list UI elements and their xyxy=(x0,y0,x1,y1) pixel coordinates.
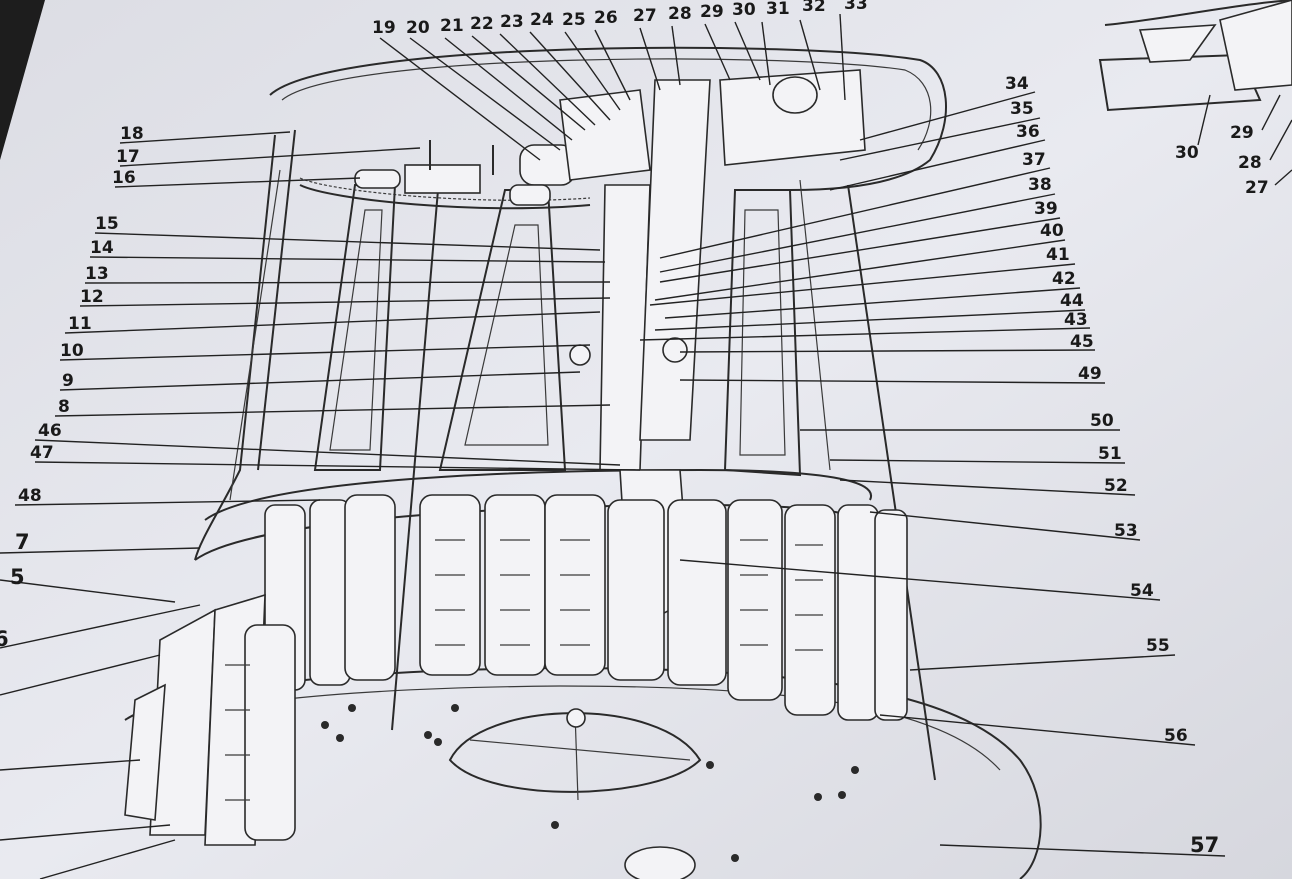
callout-22: 22 xyxy=(470,14,494,34)
callout-50: 50 xyxy=(1090,411,1114,431)
callout-49: 49 xyxy=(1078,364,1102,384)
callout-29: 29 xyxy=(700,2,724,22)
inset-callout-28: 28 xyxy=(1238,153,1262,173)
callout-12: 12 xyxy=(80,287,104,307)
leader-lines xyxy=(0,13,1292,879)
callout-45: 45 xyxy=(1070,332,1094,352)
callout-23: 23 xyxy=(500,12,524,32)
inset-callout-30: 30 xyxy=(1175,143,1199,163)
callout-40: 40 xyxy=(1040,221,1064,241)
callout-43: 43 xyxy=(1064,310,1088,330)
callout-48: 48 xyxy=(18,486,42,506)
callout-11: 11 xyxy=(68,314,92,334)
callout-21: 21 xyxy=(440,16,464,36)
callout-51: 51 xyxy=(1098,444,1122,464)
callout-20: 20 xyxy=(406,18,430,38)
callout-56: 56 xyxy=(1164,726,1188,746)
callout-33: 33 xyxy=(844,0,868,14)
callout-8: 8 xyxy=(58,397,70,417)
inset-callout-29: 29 xyxy=(1230,123,1254,143)
callout-30: 30 xyxy=(732,0,756,20)
callout-10: 10 xyxy=(60,341,84,361)
callout-7: 7 xyxy=(15,530,30,554)
callout-14: 14 xyxy=(90,238,114,258)
callout-5: 5 xyxy=(10,565,25,589)
callout-41: 41 xyxy=(1046,245,1070,265)
callout-9: 9 xyxy=(62,371,74,391)
inset-callout-27: 27 xyxy=(1245,178,1269,198)
callout-36: 36 xyxy=(1016,122,1040,142)
callout-labels: 18 17 16 15 14 13 12 11 10 9 8 46 47 48 … xyxy=(0,0,1269,857)
callout-28: 28 xyxy=(668,4,692,24)
callout-46: 46 xyxy=(38,421,62,441)
callout-44: 44 xyxy=(1060,291,1084,311)
callout-57: 57 xyxy=(1190,833,1219,857)
callout-19: 19 xyxy=(372,18,396,38)
callout-32: 32 xyxy=(802,0,826,16)
callout-25: 25 xyxy=(562,10,586,30)
cartridge-ring xyxy=(124,494,908,846)
callout-18: 18 xyxy=(120,124,144,144)
callout-47: 47 xyxy=(30,443,54,463)
callout-24: 24 xyxy=(530,10,554,30)
callout-17: 17 xyxy=(116,147,140,167)
callout-42: 42 xyxy=(1052,269,1076,289)
callout-53: 53 xyxy=(1114,521,1138,541)
callout-16: 16 xyxy=(112,168,136,188)
callout-27: 27 xyxy=(633,6,657,26)
callout-38: 38 xyxy=(1028,175,1052,195)
callout-6: 6 xyxy=(0,627,9,651)
floor-hatch xyxy=(448,712,702,793)
callout-31: 31 xyxy=(766,0,790,19)
callout-54: 54 xyxy=(1130,581,1154,601)
callout-13: 13 xyxy=(85,264,109,284)
callout-35: 35 xyxy=(1010,99,1034,119)
callout-55: 55 xyxy=(1146,636,1170,656)
callout-15: 15 xyxy=(95,214,119,234)
callout-26: 26 xyxy=(594,8,618,28)
callout-39: 39 xyxy=(1034,199,1058,219)
inset-detail-drawing xyxy=(1098,0,1292,112)
ammunition-drum-body xyxy=(124,46,1042,879)
callout-37: 37 xyxy=(1022,150,1046,170)
callout-34: 34 xyxy=(1005,74,1029,94)
callout-52: 52 xyxy=(1104,476,1128,496)
